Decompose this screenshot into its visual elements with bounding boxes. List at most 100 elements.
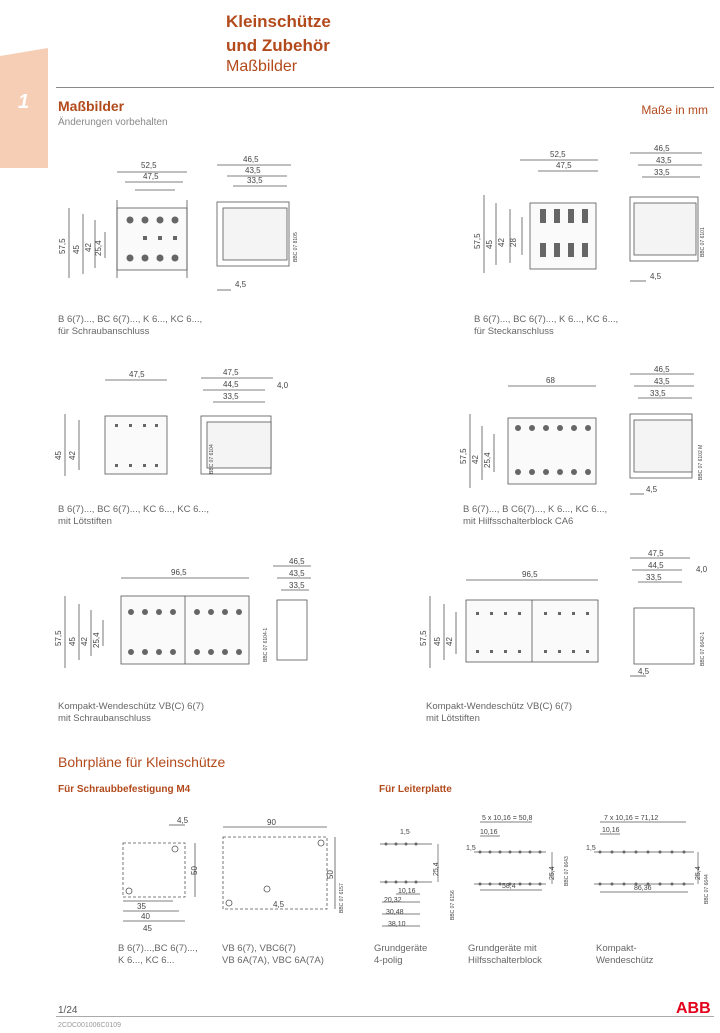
svg-text:33,5: 33,5 <box>289 581 305 590</box>
svg-text:42: 42 <box>84 243 93 252</box>
svg-text:ABB: ABB <box>676 1000 710 1016</box>
svg-text:57,5: 57,5 <box>459 448 468 464</box>
svg-text:BBC 07 6643: BBC 07 6643 <box>564 856 570 886</box>
svg-text:47,5: 47,5 <box>556 161 572 170</box>
svg-text:50: 50 <box>326 870 335 879</box>
drawing-2: 52,5 47,5 57,5 45 42 28 46,5 43,5 33,5 4… <box>473 144 706 282</box>
svg-text:1,5: 1,5 <box>400 829 410 836</box>
drawing-3: 47,5 45 42 47,5 44,5 33,5 4,0 BBC 07 610… <box>54 368 289 476</box>
svg-text:25,4: 25,4 <box>483 452 492 468</box>
svg-text:57,5: 57,5 <box>54 630 63 646</box>
page-number: 1/24 <box>58 1005 78 1016</box>
svg-text:43,5: 43,5 <box>289 569 305 578</box>
svg-text:45: 45 <box>143 924 152 933</box>
svg-text:47,5: 47,5 <box>223 368 239 377</box>
page-title-line2: und Zubehör <box>226 36 330 55</box>
svg-text:52,5: 52,5 <box>550 150 566 159</box>
svg-text:4,5: 4,5 <box>650 272 662 281</box>
svg-text:30,48: 30,48 <box>386 909 404 916</box>
caption-drawing-2: B 6(7)..., BC 6(7)..., K 6..., KC 6...,f… <box>474 314 619 337</box>
drawing-6: 96,5 57,5 45 42 47,5 44,5 33,5 4,0 4,5 B… <box>419 549 708 677</box>
svg-text:25,4: 25,4 <box>433 862 440 876</box>
svg-text:1,5: 1,5 <box>586 845 596 852</box>
svg-text:46,5: 46,5 <box>654 365 670 374</box>
caption-drawing-1: B 6(7)..., BC 6(7)..., K 6..., KC 6...,f… <box>58 314 203 337</box>
drill-plan-1: 4,5 50 35 40 45 <box>122 816 199 933</box>
svg-text:33,5: 33,5 <box>223 392 239 401</box>
svg-text:BBC 07 6104-1: BBC 07 6104-1 <box>263 628 269 662</box>
svg-text:38,10: 38,10 <box>388 921 406 928</box>
svg-text:BBC 07 6157: BBC 07 6157 <box>339 883 345 913</box>
svg-text:4,0: 4,0 <box>277 381 289 390</box>
svg-text:45: 45 <box>485 240 494 249</box>
drill-caption-5: Kompakt-Wendeschütz <box>596 943 654 966</box>
svg-text:45: 45 <box>72 245 81 254</box>
caption-drawing-4: B 6(7)..., B C6(7)..., K 6..., KC 6...,m… <box>463 504 608 527</box>
svg-text:43,5: 43,5 <box>656 156 672 165</box>
svg-text:40: 40 <box>141 912 150 921</box>
svg-text:10,16: 10,16 <box>480 829 498 836</box>
svg-text:25,4: 25,4 <box>549 866 556 880</box>
svg-text:35: 35 <box>137 902 146 911</box>
svg-text:96,5: 96,5 <box>171 568 187 577</box>
caption-drawing-6: Kompakt-Wendeschütz VB(C) 6(7)mit Lötsti… <box>426 701 573 724</box>
svg-text:57,5: 57,5 <box>473 233 482 249</box>
svg-text:42: 42 <box>497 238 506 247</box>
svg-text:BBC 07 8105: BBC 07 8105 <box>293 232 299 262</box>
svg-text:45: 45 <box>54 451 63 460</box>
page-subtitle: Maßbilder <box>226 58 298 75</box>
svg-text:33,5: 33,5 <box>650 389 666 398</box>
caption-drawing-3: B 6(7)..., BC 6(7)..., KC 6..., KC 6...,… <box>58 504 209 527</box>
drill-plan-4: 5 x 10,16 = 50,8 10,16 25,4 58,4 1,5 BBC… <box>466 815 570 891</box>
svg-text:BBC 07 6644: BBC 07 6644 <box>704 874 710 904</box>
drawing-5: 96,5 57,5 45 42 25,4 46,5 43,5 33,5 BBC … <box>54 557 311 668</box>
svg-text:44,5: 44,5 <box>223 380 239 389</box>
drawing-4: 68 57,5 42 25,4 46,5 43,5 33,5 4,5 BBC 0… <box>459 365 704 495</box>
svg-text:BBC 07 6102 M: BBC 07 6102 M <box>698 445 704 480</box>
svg-text:42: 42 <box>471 455 480 464</box>
svg-text:96,5: 96,5 <box>522 570 538 579</box>
svg-text:4,5: 4,5 <box>273 900 285 909</box>
svg-text:46,5: 46,5 <box>243 155 259 164</box>
svg-text:47,5: 47,5 <box>648 549 664 558</box>
document-code: 2CDC001006C0109 <box>58 1022 122 1029</box>
svg-text:1,5: 1,5 <box>466 845 476 852</box>
svg-text:4,5: 4,5 <box>235 280 247 289</box>
svg-text:68: 68 <box>546 376 555 385</box>
drill-heading-pcb: Für Leiterplatte <box>379 784 452 795</box>
svg-text:10,16: 10,16 <box>602 827 620 834</box>
page-title: Kleinschütze <box>226 12 331 31</box>
svg-text:BBC 07 6156: BBC 07 6156 <box>450 890 456 920</box>
svg-text:25,4: 25,4 <box>695 866 702 880</box>
svg-text:46,5: 46,5 <box>289 557 305 566</box>
svg-text:45: 45 <box>68 637 77 646</box>
drill-section-title: Bohrpläne für Kleinschütze <box>58 754 226 770</box>
svg-text:43,5: 43,5 <box>654 377 670 386</box>
svg-text:45: 45 <box>433 637 442 646</box>
drill-caption-2: VB 6(7), VBC6(7)VB 6A(7A), VBC 6A(7A) <box>222 943 324 966</box>
svg-text:50: 50 <box>190 866 199 875</box>
svg-text:BBC 07 6642-1: BBC 07 6642-1 <box>700 632 706 666</box>
svg-text:90: 90 <box>267 818 276 827</box>
svg-text:4,0: 4,0 <box>696 565 708 574</box>
svg-text:57,5: 57,5 <box>58 238 67 254</box>
svg-text:5 x 10,16 = 50,8: 5 x 10,16 = 50,8 <box>482 815 533 822</box>
drill-caption-1: B 6(7)...,BC 6(7)...,K 6..., KC 6... <box>118 943 198 966</box>
svg-text:BBC 07 6101: BBC 07 6101 <box>700 227 706 257</box>
svg-text:42: 42 <box>80 637 89 646</box>
svg-text:58,4: 58,4 <box>502 883 516 890</box>
drawing-1: 52,5 47,5 57,5 45 42 25,4 46,5 43,5 33,5… <box>58 155 299 291</box>
svg-text:BBC 07 6104: BBC 07 6104 <box>209 444 215 474</box>
header-rule <box>56 87 714 88</box>
svg-text:33,5: 33,5 <box>247 176 263 185</box>
svg-text:4,5: 4,5 <box>177 816 189 825</box>
svg-text:42: 42 <box>68 451 77 460</box>
svg-text:7 x 10,16 = 71,12: 7 x 10,16 = 71,12 <box>604 815 658 822</box>
svg-text:33,5: 33,5 <box>646 573 662 582</box>
svg-text:25,4: 25,4 <box>92 632 101 648</box>
svg-text:33,5: 33,5 <box>654 168 670 177</box>
chapter-tab: 1 <box>0 48 48 168</box>
drill-plan-3: 1,5 25,4 10,16 20,32 30,48 38,10 BBC 07 … <box>380 829 456 928</box>
